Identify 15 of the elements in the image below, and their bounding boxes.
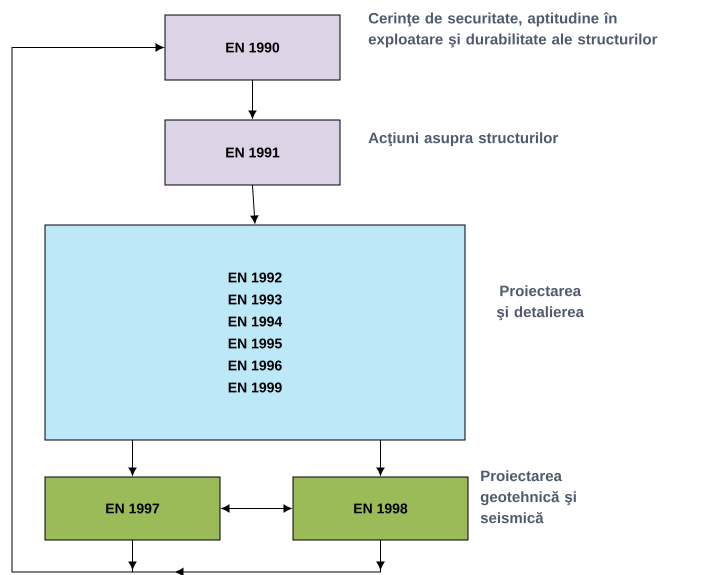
- process-box: EN 1997: [44, 476, 220, 540]
- process-box: EN 1991: [164, 120, 340, 186]
- arrow: [376, 440, 384, 476]
- side-note: Proiectarea geotehnică şi seismică: [480, 470, 576, 524]
- side-note: Cerinţe de securitate, aptitudine în exploatare şi durabilitate ale structurilor: [368, 12, 658, 48]
- process-box: EN 1992 EN 1993 EN 1994 EN 1995 EN 1996 EN 1999: [44, 224, 466, 440]
- arrow: [12, 44, 384, 575]
- process-box: EN 1998: [292, 476, 468, 540]
- side-note: Proiectarea şi detalierea: [496, 285, 584, 320]
- process-box: EN 1990: [164, 14, 340, 80]
- arrow: [128, 440, 136, 476]
- arrow: [248, 80, 256, 118]
- arrow: [250, 185, 258, 224]
- side-note: Acţiuni asupra structurilor: [368, 132, 558, 146]
- arrow: [222, 504, 292, 512]
